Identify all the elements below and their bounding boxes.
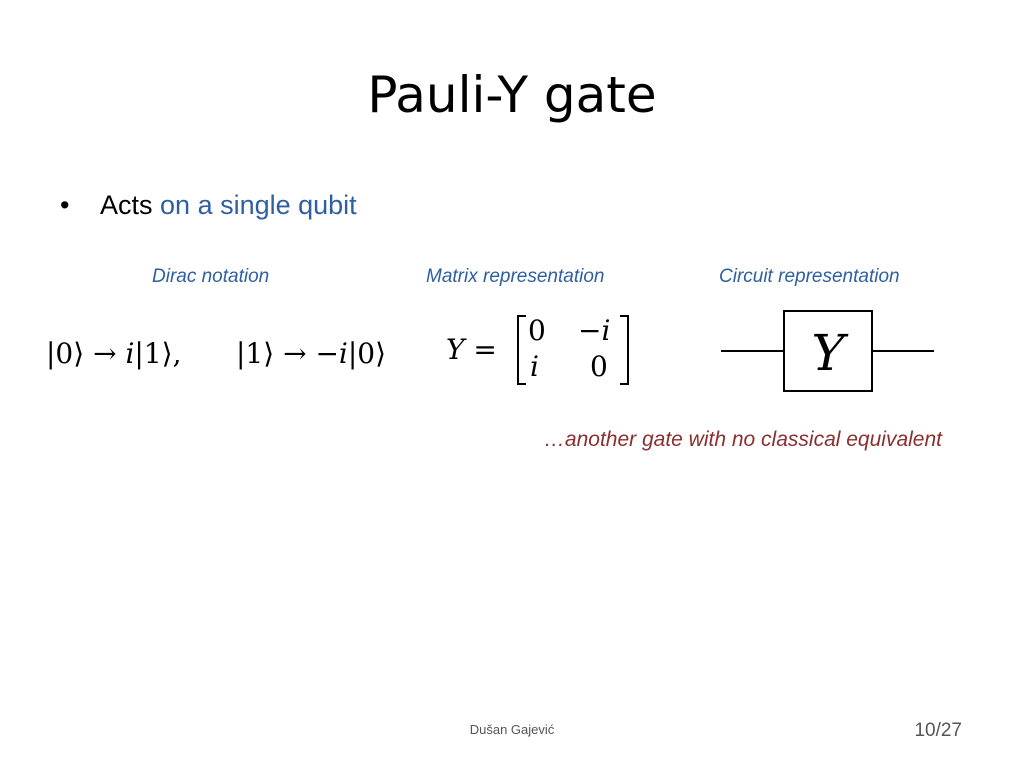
gate-box (783, 310, 873, 392)
ket-input: |1⟩ (236, 337, 275, 370)
ket-input: |0⟩ (46, 337, 85, 370)
coefficient: −i (315, 337, 348, 370)
matrix-cell-1-0: i (530, 350, 539, 383)
matrix-cell-0-1: −i (578, 314, 611, 347)
matrix-representation: Y = 0 −i i 0 (446, 312, 636, 388)
tagline: …another gate with no classical equivale… (543, 428, 942, 451)
coefficient: i (125, 337, 135, 370)
slide-title: Pauli-Y gate (367, 66, 657, 124)
dirac-equation-1: |0⟩ → i|1⟩, (46, 334, 182, 374)
bullet-marker: • (60, 190, 70, 220)
ket-output: |1⟩ (134, 337, 173, 370)
arrow: → (283, 337, 307, 370)
circuit-graphic: Y (721, 310, 934, 392)
matrix-cell-1-1: 0 (590, 350, 608, 383)
dirac-equation-2: |1⟩ → −i|0⟩ (236, 334, 386, 374)
bullet-item: • Acts on a single qubit (60, 186, 357, 224)
matrix-lhs: Y = (446, 333, 497, 366)
ket-output: |0⟩ (347, 337, 387, 370)
separator: , (172, 337, 182, 370)
footer-author: Dušan Gajević (469, 722, 555, 737)
gate-label: Y (811, 324, 848, 382)
circuit-diagram: Y (718, 308, 938, 394)
caption-circuit: Circuit representation (719, 266, 900, 287)
bullet-text-accent: on a single qubit (160, 190, 357, 220)
caption-matrix: Matrix representation (426, 266, 605, 287)
matrix-cell-0-0: 0 (528, 314, 546, 347)
arrow: → (93, 337, 117, 370)
bullet-text: Acts (100, 190, 153, 220)
caption-dirac: Dirac notation (152, 266, 270, 287)
matrix-brackets (517, 315, 629, 385)
page-number: 10/27 (914, 720, 962, 741)
